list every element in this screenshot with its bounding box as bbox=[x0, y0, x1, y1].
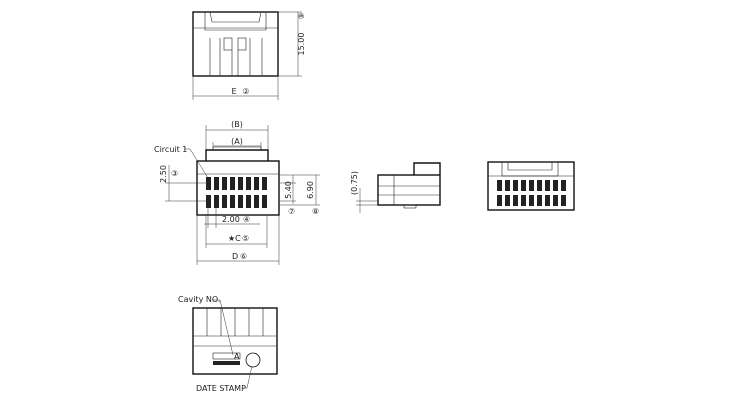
dim-c-label: ★C bbox=[228, 234, 241, 243]
top-view: 15.00 ⑨ E ② bbox=[192, 11, 306, 100]
width-ref-label: ② bbox=[242, 87, 249, 96]
dim-c-ref: ⑤ bbox=[242, 234, 249, 243]
circuit-label: Circuit 1 bbox=[154, 145, 187, 154]
dim-a-label: (A) bbox=[231, 137, 243, 146]
dim-540-label: 5.40 bbox=[284, 181, 293, 199]
date-code-bar bbox=[213, 361, 240, 365]
dim-075-label: (0.75) bbox=[350, 171, 359, 195]
pin-row-top bbox=[206, 177, 267, 190]
pitch-vertical-label: 2.50 bbox=[159, 165, 168, 183]
pitch-vertical-ref: ③ bbox=[171, 169, 178, 178]
rear-view bbox=[487, 161, 575, 211]
dim-d-label: D bbox=[232, 252, 238, 261]
date-stamp-label: DATE STAMP bbox=[196, 384, 246, 393]
dim-690-ref: ⑧ bbox=[312, 207, 319, 216]
dim-b-label: (B) bbox=[231, 120, 243, 129]
pitch-horizontal-ref: ④ bbox=[243, 215, 250, 224]
pin-row-bottom bbox=[206, 195, 267, 208]
date-stamp-circle bbox=[245, 352, 261, 368]
height-dimension-label: 15.00 bbox=[297, 33, 306, 56]
width-dimension-label: E bbox=[231, 87, 236, 96]
side-view: (0.75) bbox=[350, 162, 441, 213]
height-ref-label: ⑨ bbox=[297, 12, 306, 19]
rear-pin-row-bottom bbox=[497, 195, 566, 206]
pitch-horizontal-label: 2.00 bbox=[222, 215, 240, 224]
dim-690-label: 6.90 bbox=[306, 181, 315, 199]
bottom-view: A Cavity NO. DATE STAMP bbox=[178, 295, 278, 393]
dim-540-ref: ⑦ bbox=[288, 207, 295, 216]
dim-d-ref: ⑥ bbox=[240, 252, 247, 261]
cavity-no-label: Cavity NO. bbox=[178, 295, 220, 304]
cavity-letter: A bbox=[234, 352, 240, 361]
rear-pin-row-top bbox=[497, 180, 566, 191]
front-view: (B) (A) Circuit 1 2.50 ③ 5.40 ⑦ 6.90 ⑧ 2… bbox=[154, 120, 320, 265]
